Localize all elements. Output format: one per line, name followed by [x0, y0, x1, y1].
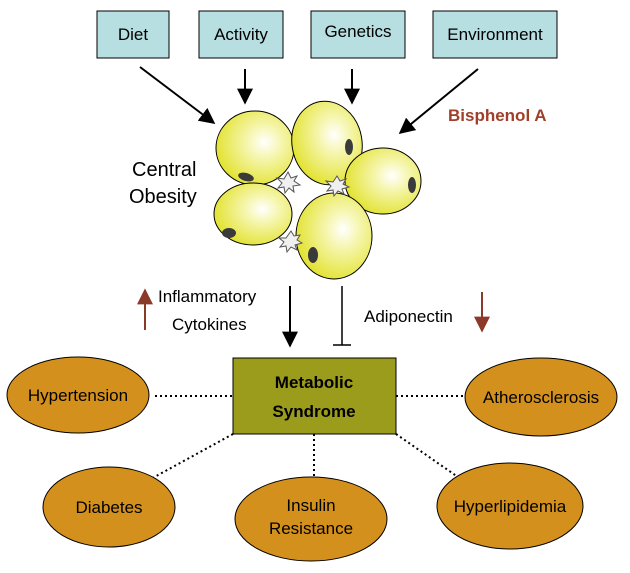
environment-arrow [398, 68, 479, 135]
metabolic-label: Metabolic [275, 373, 353, 392]
factor-activity-label: Activity [214, 25, 268, 44]
adiponectin-label: Adiponectin [364, 307, 453, 326]
factor-environment: Environment [432, 10, 558, 59]
cytokine-icon [275, 170, 302, 195]
diabetes-label: Diabetes [75, 498, 142, 517]
hypertension-label: Hypertension [28, 386, 128, 405]
syndrome-label: Syndrome [272, 402, 355, 421]
nucleus-icon [238, 172, 254, 182]
bisphenol-a-label: Bisphenol A [448, 106, 547, 125]
nucleus-icon [308, 247, 318, 263]
nucleus-icon [408, 177, 416, 193]
factor-diet: Diet [96, 10, 170, 59]
outcome-hyperlipidemia: Hyperlipidemia [436, 462, 584, 550]
outcome-diabetes: Diabetes [42, 466, 176, 548]
dotted-connectors [148, 395, 469, 485]
adipocyte [344, 147, 422, 215]
nucleus-icon [345, 139, 353, 155]
central-obesity-line2: Obesity [129, 186, 197, 208]
metabolic-syndrome-box: Metabolic Syndrome [232, 357, 397, 435]
cytokine-icon [324, 175, 351, 198]
insulin-label: Insulin [286, 496, 335, 515]
nucleus-icon [222, 228, 236, 238]
cytokine-icon [277, 230, 304, 254]
adipocyte [295, 192, 373, 280]
hyperlipidemia-label: Hyperlipidemia [454, 497, 567, 516]
factor-diet-label: Diet [118, 25, 149, 44]
adipocyte [213, 182, 293, 246]
resistance-label: Resistance [269, 519, 353, 538]
cytokines-label: Cytokines [172, 315, 247, 334]
factor-genetics: Genetics [310, 10, 406, 59]
outcome-atherosclerosis: Atherosclerosis [464, 357, 618, 437]
atherosclerosis-label: Atherosclerosis [483, 388, 599, 407]
outcome-insulin-resistance: Insulin Resistance [234, 476, 388, 562]
adipocyte [215, 110, 295, 186]
inflammatory-label: Inflammatory [158, 287, 257, 306]
factor-activity: Activity [198, 10, 284, 59]
adipocyte-cluster [213, 100, 422, 280]
central-obesity-line1: Central [132, 159, 196, 181]
factor-genetics-label: Genetics [324, 22, 391, 41]
factor-environment-label: Environment [447, 25, 543, 44]
outcome-hypertension: Hypertension [6, 356, 150, 434]
diet-arrow [139, 66, 216, 124]
